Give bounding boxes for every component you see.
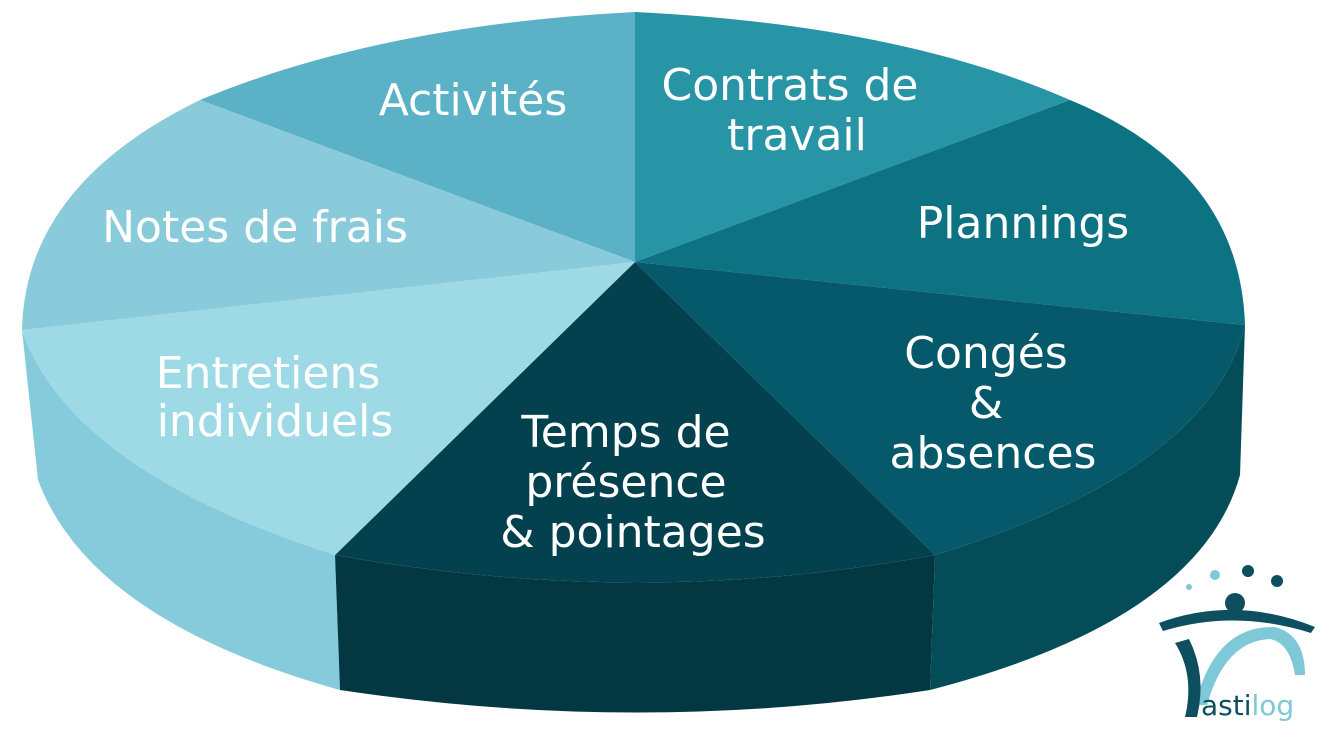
segment-plannings — [635, 100, 1245, 325]
logo-dot-1 — [1186, 584, 1192, 590]
logo-dot-2 — [1210, 570, 1220, 580]
segment-conges — [635, 262, 1245, 555]
logo-dot-4 — [1271, 575, 1283, 587]
segment-labels: Activités Contrats de travail Plannings … — [102, 60, 1129, 558]
logo-dot-3 — [1242, 565, 1254, 577]
logo-arc-dark — [1159, 609, 1315, 633]
label-notes: Notes de frais — [102, 202, 408, 253]
label-activites: Activités — [379, 75, 568, 126]
logo-x-stroke — [1175, 639, 1201, 717]
logo-text: astilog — [1201, 689, 1294, 722]
segment-entretiens — [22, 262, 635, 555]
label-conges: Congés & absences — [890, 328, 1097, 479]
pie-side-faces — [22, 325, 1245, 713]
segment-activites — [200, 12, 635, 262]
side-face-conges — [930, 325, 1245, 690]
logo-head — [1225, 593, 1245, 613]
side-face-entretiens — [22, 330, 340, 690]
side-face-temps — [335, 555, 935, 713]
segment-temps — [335, 262, 935, 583]
segment-contrats — [635, 12, 1070, 262]
astilog-logo: astilog — [1159, 565, 1315, 722]
pie-top-faces — [22, 12, 1245, 583]
segment-notes — [22, 100, 635, 330]
label-plannings: Plannings — [917, 198, 1129, 249]
label-temps: Temps de présence & pointages — [500, 407, 765, 558]
logo-arc-light — [1195, 626, 1305, 705]
label-entretiens: Entretiens individuels — [156, 348, 395, 447]
label-contrats: Contrats de travail — [662, 60, 933, 161]
